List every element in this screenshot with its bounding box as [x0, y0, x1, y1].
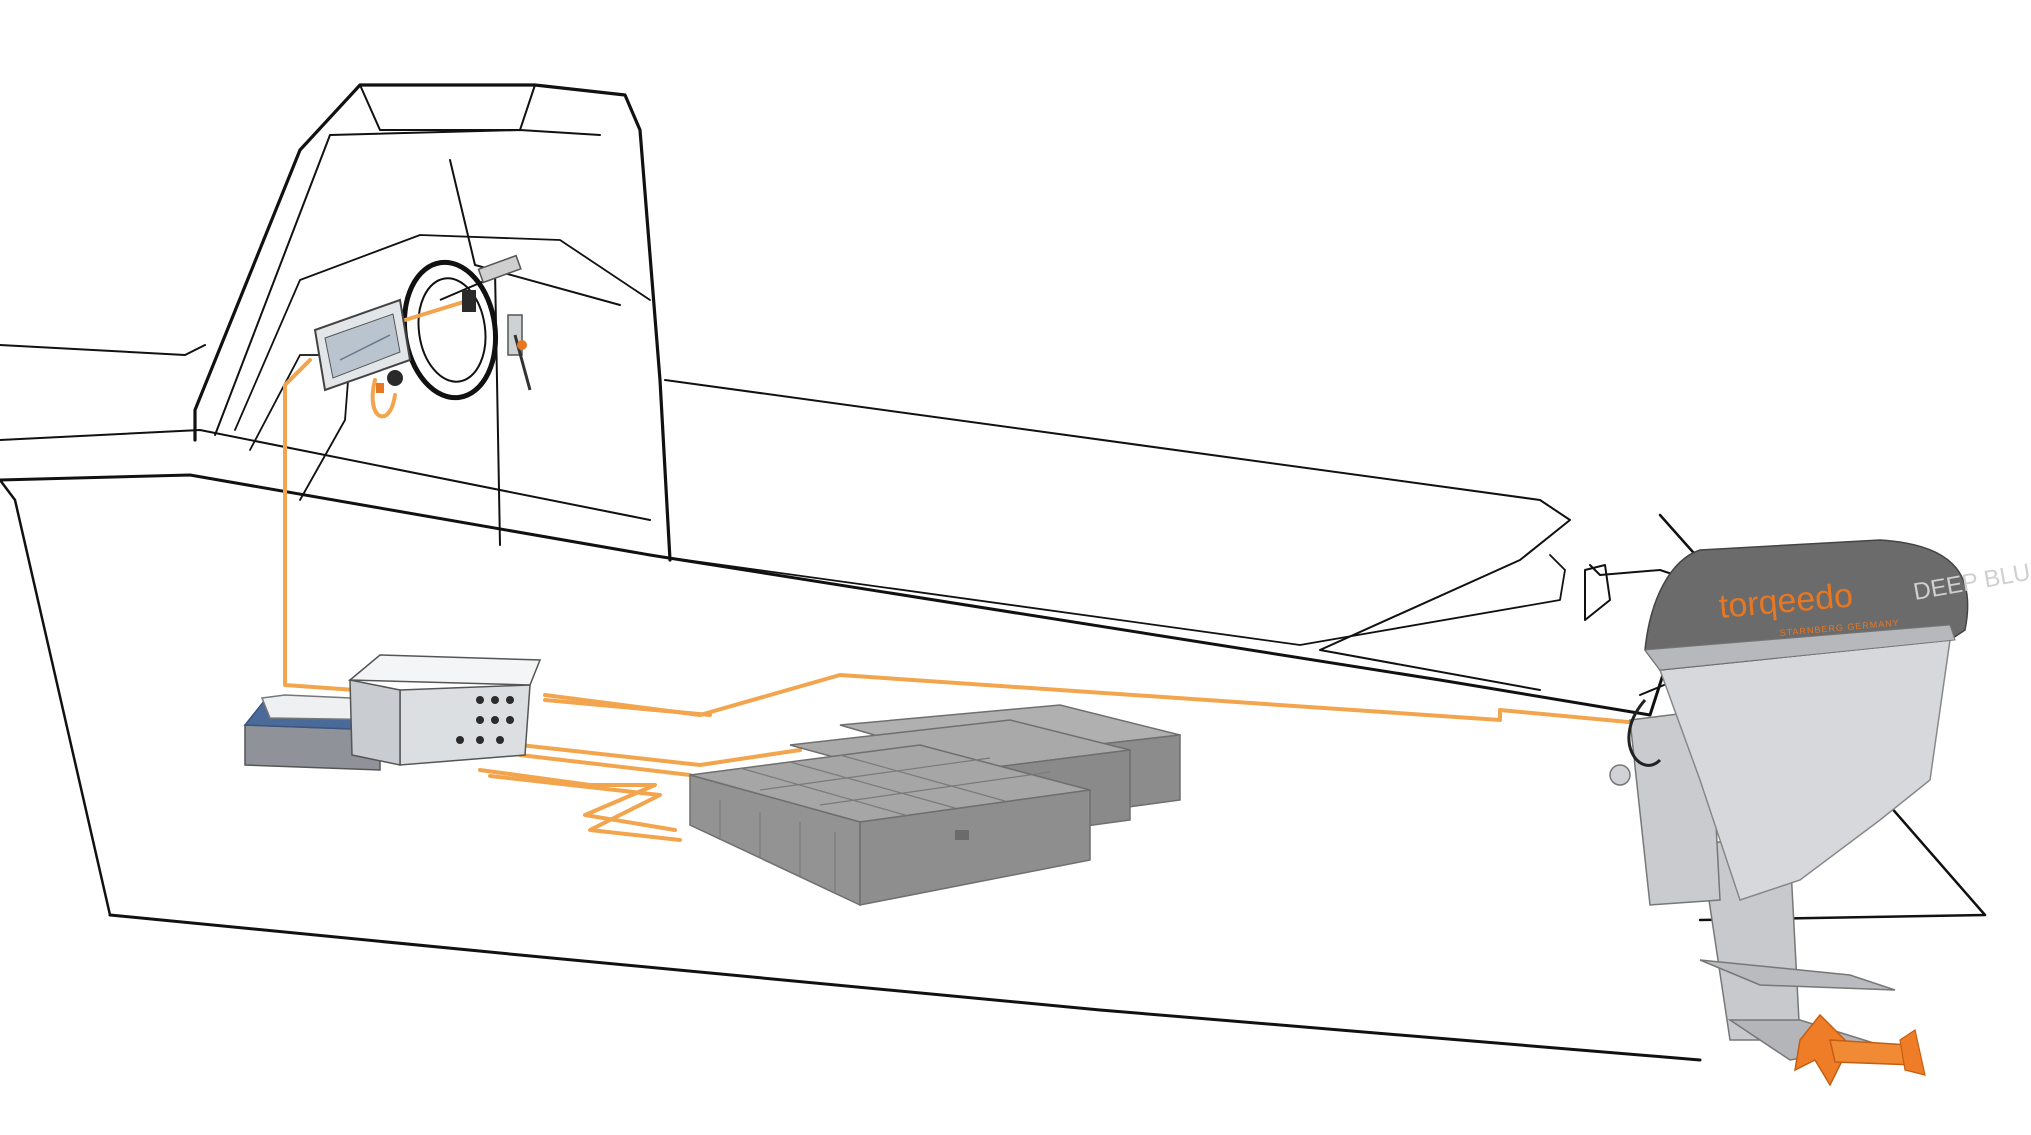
column-mount	[462, 290, 476, 312]
display-icon	[324, 313, 401, 379]
hull-deck-line	[0, 429, 651, 521]
motor-body	[1658, 639, 1951, 901]
cable-harness	[283, 298, 1662, 842]
jb-hole-8	[476, 736, 484, 744]
hull-inner-floor	[649, 554, 1566, 646]
hull-keel-line	[108, 913, 1702, 1062]
hull-bow-top	[0, 344, 206, 356]
jb-hole-3	[506, 696, 514, 704]
hull-cockpit-line	[664, 379, 1571, 691]
display-graph-line	[339, 334, 391, 361]
battery-bank	[689, 704, 1181, 907]
motor-steering-joint	[1609, 764, 1631, 786]
cable-junction-battery-2	[518, 753, 692, 777]
junction-box	[347, 654, 542, 766]
hull-gunwale-line	[0, 473, 1702, 717]
console-inner	[234, 234, 651, 431]
outboard-motor: torqeedo STARNBERG GERMANY DEEP BLUE	[1609, 539, 2031, 1061]
propeller-blade-rear	[1899, 1029, 1926, 1076]
cell-line-3	[839, 754, 1006, 802]
propeller	[1794, 1013, 1926, 1087]
cable-junction-battery-4	[488, 774, 682, 842]
throttle-lever	[462, 290, 532, 391]
jb-hole-4	[476, 716, 484, 724]
junction-box-holes	[456, 696, 514, 744]
cable-display-loop	[370, 378, 397, 419]
console-roof	[359, 84, 536, 131]
hull-bow-line	[0, 478, 112, 917]
battery-1-side	[859, 789, 1091, 906]
lever-tip	[517, 340, 527, 350]
jb-hole-6	[506, 716, 514, 724]
console-windshield	[214, 129, 601, 436]
motor-cavitation-plate	[1699, 959, 1896, 991]
jb-hole-7	[456, 736, 464, 744]
cell-line-2	[789, 761, 956, 809]
display-knob	[387, 370, 403, 386]
propeller-icon	[1794, 1013, 1851, 1087]
steering-wheel	[401, 254, 522, 401]
motor-cover-band	[1644, 624, 1956, 671]
jb-hole-1	[476, 696, 484, 704]
console-front-edge	[494, 269, 501, 546]
cell-line-5	[819, 771, 1051, 806]
boat-hull	[0, 83, 1987, 1062]
steering-column	[477, 254, 522, 284]
cell-line-1	[739, 767, 906, 816]
steering-wheel-rim-inner	[417, 277, 487, 383]
battery-terminal	[955, 830, 969, 840]
hull-motor-well	[1584, 564, 1611, 621]
battery-cell-lines	[719, 754, 1051, 892]
junction-box-top	[347, 654, 542, 686]
cable-display-throttle	[403, 298, 472, 322]
cable-junction-motor-low	[543, 698, 712, 717]
throttle-display-unit	[313, 298, 412, 393]
cable-junction-battery-1	[518, 743, 802, 767]
jb-hole-5	[491, 716, 499, 724]
cable-junction-battery-3	[478, 768, 677, 832]
jb-hole-2	[491, 696, 499, 704]
console-side-edge	[449, 159, 621, 306]
jb-hole-9	[496, 736, 504, 744]
motor-wiring	[1627, 699, 1662, 767]
display-button	[376, 383, 384, 393]
junction-box-front	[349, 679, 401, 766]
cell-line-4	[759, 757, 991, 791]
cable-display-junction	[283, 358, 357, 692]
